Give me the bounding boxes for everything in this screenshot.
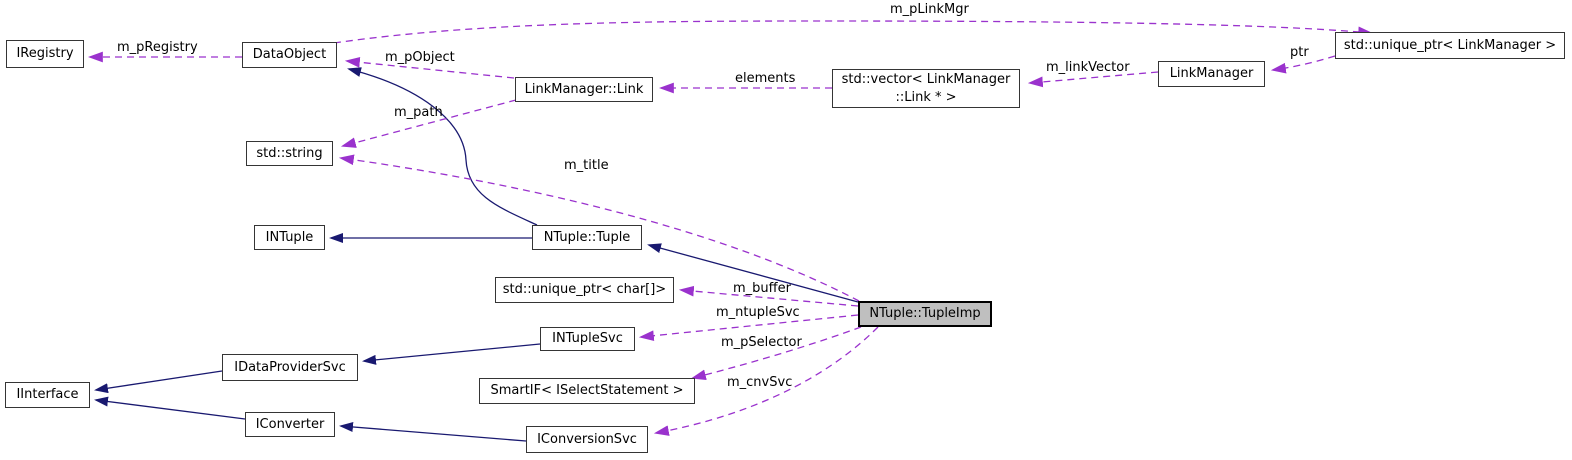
- node-std-unique-ptr-linkmanager[interactable]: std::unique_ptr< LinkManager >: [1335, 32, 1565, 59]
- edge-label-ptr: ptr: [1290, 45, 1309, 60]
- edge-label-m-plinkmgr: m_pLinkMgr: [890, 2, 969, 17]
- edge-label-m-title: m_title: [564, 158, 609, 173]
- node-intuple[interactable]: INTuple: [254, 225, 325, 250]
- edge-label-m-pregistry: m_pRegistry: [117, 40, 198, 55]
- node-std-string[interactable]: std::string: [246, 141, 333, 166]
- edge-m-linkvector: [1027, 71, 1159, 88]
- edge-label-m-pselector: m_pSelector: [721, 335, 802, 350]
- node-iconverter[interactable]: IConverter: [245, 412, 335, 437]
- edge-label-m-buffer: m_buffer: [733, 281, 791, 296]
- edge-m-ntuplesvc: [638, 314, 859, 342]
- edge-m-cnvsvc: [653, 326, 879, 436]
- edge-iconversionsvc-iconverter: [339, 421, 527, 442]
- edge-label-m-cnvsvc: m_cnvSvc: [727, 375, 793, 390]
- edge-ptr: [1270, 55, 1336, 74]
- node-linkmanager-link[interactable]: LinkManager::Link: [515, 77, 653, 102]
- node-ntuple-tupleimp[interactable]: NTuple::TupleImp: [858, 301, 992, 327]
- edge-intuplesvc-idataprovidersvc: [362, 343, 541, 365]
- edge-m-buffer: [678, 285, 859, 307]
- node-std-vector-linkmanager-link[interactable]: std::vector< LinkManager ::Link * >: [832, 69, 1020, 108]
- node-intuplesvc[interactable]: INTupleSvc: [540, 327, 635, 351]
- edge-idataprovidersvc-iinterface: [94, 370, 223, 394]
- node-dataobject[interactable]: DataObject: [242, 42, 337, 68]
- node-std-unique-ptr-char[interactable]: std::unique_ptr< char[]>: [495, 277, 674, 303]
- edge-label-m-ntuplesvc: m_ntupleSvc: [716, 305, 800, 320]
- node-idataprovidersvc[interactable]: IDataProviderSvc: [222, 354, 358, 381]
- edge-label-m-pobject: m_pObject: [385, 50, 455, 65]
- node-smartif-iselectstatement[interactable]: SmartIF< ISelectStatement >: [479, 378, 695, 404]
- node-linkmanager[interactable]: LinkManager: [1158, 61, 1265, 87]
- node-iregistry[interactable]: IRegistry: [6, 40, 84, 68]
- edge-label-elements: elements: [735, 71, 796, 86]
- edge-label-m-path: m_path: [394, 105, 443, 120]
- edge-m-pselector: [690, 326, 862, 381]
- node-iinterface[interactable]: IInterface: [5, 382, 90, 408]
- edge-tupleimp-tuple: [647, 243, 859, 303]
- edge-tuple-dataobject: [347, 67, 538, 226]
- node-ntuple-tuple[interactable]: NTuple::Tuple: [532, 225, 642, 250]
- edge-label-m-linkvector: m_linkVector: [1046, 60, 1130, 75]
- edge-m-path: [340, 99, 517, 148]
- edge-m-plinkmgr: [333, 20, 1374, 44]
- edge-iconverter-iinterface: [94, 396, 246, 420]
- edge-m-pobject: [344, 56, 515, 79]
- node-iconversionsvc[interactable]: IConversionSvc: [526, 426, 648, 453]
